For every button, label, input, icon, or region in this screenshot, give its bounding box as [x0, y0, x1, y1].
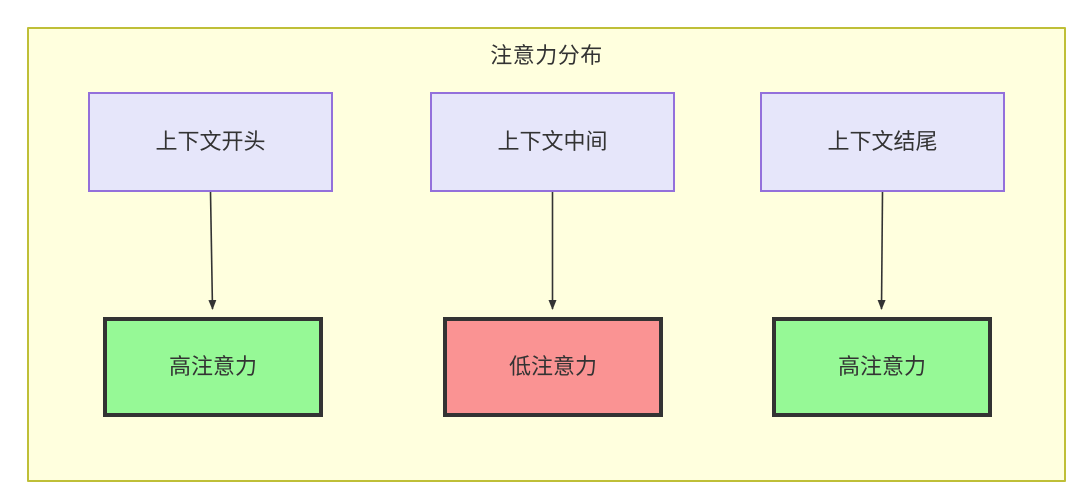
node-attention-low-middle-label: 低注意力	[508, 353, 597, 379]
node-attention-high-start-label: 高注意力	[168, 353, 257, 379]
node-attention-high-end-label: 高注意力	[837, 353, 926, 379]
node-attention-high-end[interactable]: 高注意力	[772, 317, 992, 417]
node-context-middle-label: 上下文中间	[497, 128, 608, 154]
node-context-end[interactable]: 上下文结尾	[760, 92, 1005, 192]
diagram-title: 注意力分布	[490, 43, 603, 68]
node-context-start-label: 上下文开头	[155, 128, 266, 154]
node-context-end-label: 上下文结尾	[827, 128, 938, 154]
node-context-start[interactable]: 上下文开头	[88, 92, 333, 192]
node-attention-high-start[interactable]: 高注意力	[103, 317, 323, 417]
node-attention-low-middle[interactable]: 低注意力	[443, 317, 663, 417]
node-context-middle[interactable]: 上下文中间	[430, 92, 675, 192]
